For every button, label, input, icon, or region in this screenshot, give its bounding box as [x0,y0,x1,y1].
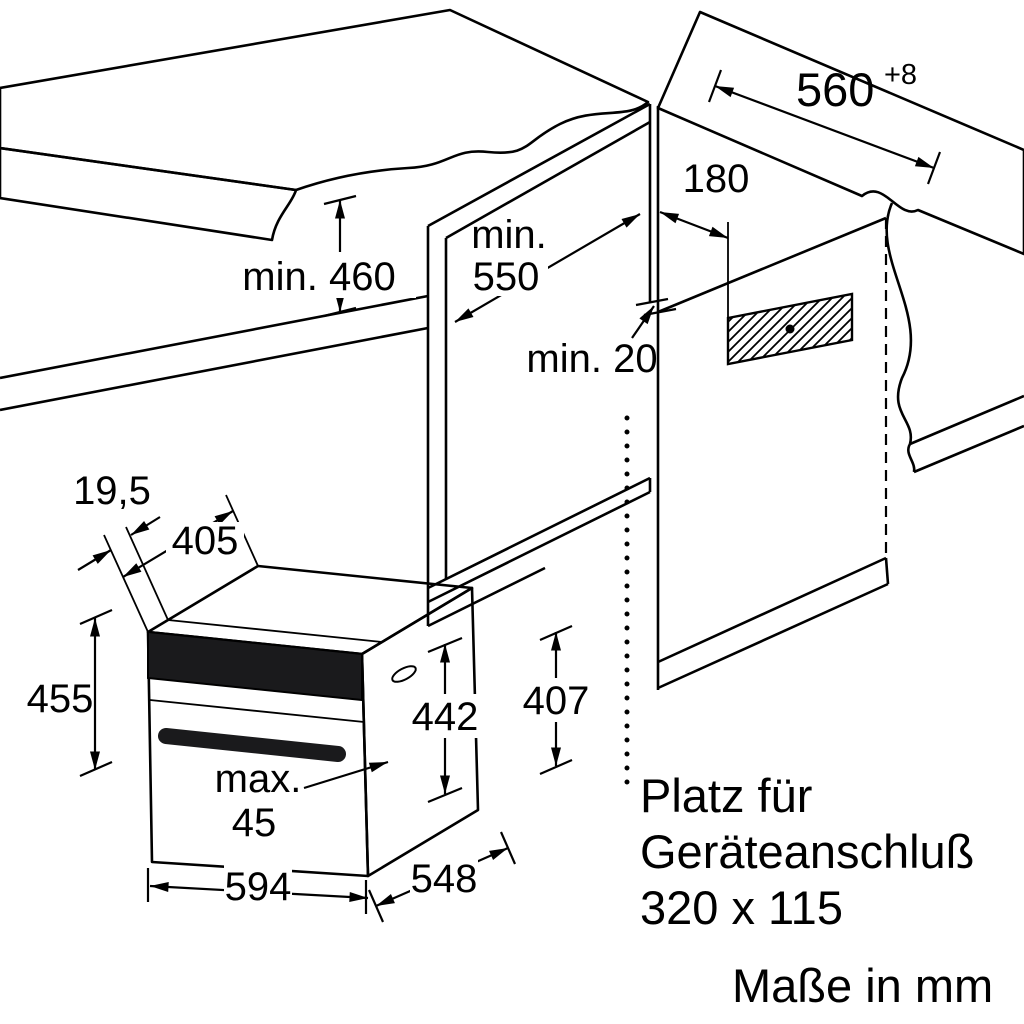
dim-body-height-tick-top [427,636,463,654]
dim-rear-gap-arrow [631,305,655,339]
oven-side-grip-recess [391,665,417,683]
label-bg [410,856,478,900]
torn-edge-right [885,202,913,445]
dim-frame-depth-label: 19,5 [73,469,151,513]
dim-niche-height-tick-bottom [323,306,357,318]
dim-oven-depth-label: 548 [411,857,478,901]
dim-rear-height-label: 407 [523,679,590,723]
dimensions-niche: 560 +8 180 min. 550 min. 460 min. 20 [222,59,942,381]
connection-area [726,292,854,366]
cabinet-floor-bottom [427,490,651,604]
ext-body-front [125,526,169,621]
base-shelf-left [0,294,429,412]
dim-handle-value: 45 [232,801,277,845]
dim-frame-depth-arrow-left [77,549,112,571]
dim-niche-width-tick-right [926,151,942,185]
cabinet-floor-front [427,476,651,590]
label-bg [222,252,416,298]
oven [146,564,480,878]
housing-floor-end [884,557,890,585]
ext-front-frame [103,534,149,633]
dim-niche-depth-value: 550 [473,255,540,299]
dim-oven-height-label: 455 [27,677,94,721]
dim-conn-offset-line [659,210,729,240]
gap-tick-1 [635,297,669,307]
right-shelf-top [909,394,1024,446]
connection-note-line2: Geräteanschluß [640,825,974,878]
oven-door-seam [149,699,365,723]
dim-oven-depth-tick-right [499,831,517,865]
connection-point-dot [785,324,795,334]
worktop-left-front-face [0,146,298,242]
right-shelf-bottom [913,424,1024,474]
cabinet-side-bottom [427,566,546,628]
housing-ceiling-edge [657,216,887,314]
worktop-left-top-face [0,8,650,192]
dim-oven-height-tick-top [79,608,113,626]
worktop-right [656,10,1024,256]
label-bg [224,864,292,908]
dim-niche-depth-word: min. [471,213,547,257]
dim-niche-width-tick-left [707,69,723,103]
dim-rear-gap-label: min. 20 [526,337,657,381]
connection-note-line3: 320 x 115 [640,881,843,934]
dim-oven-height-tick-bottom [79,760,113,778]
dim-body-height-label: 442 [412,695,479,739]
connection-note-line1: Platz für [640,769,812,822]
cabinet-top-outer-edge [427,102,651,228]
dim-niche-width-label: 560 [796,63,874,116]
dim-oven-depth-tick-left [367,889,385,923]
dim-top-depth-label: 405 [172,519,239,563]
dim-niche-width-tolerance: +8 [884,59,917,91]
dim-oven-width-label: 594 [225,865,292,909]
label-bg [464,254,548,296]
dim-frame-depth-arrow-right [130,516,161,536]
label-bg [522,678,590,722]
label-bg [412,694,478,738]
dim-handle-arrow [303,760,389,790]
oven-top-frame-line [167,619,383,643]
label-bg [166,522,244,562]
right-shelf-tear [907,443,916,473]
housing-floor-top [657,556,887,664]
notes: Platz für Geräteanschluß 320 x 115 Maße … [640,769,993,1012]
dim-niche-height-label: min. 460 [242,255,395,299]
oven-control-panel [147,630,363,702]
dimensions-oven: 19,5 405 455 442 407 max. 45 594 [27,469,590,923]
shelf-bottom-edge [0,326,429,412]
shelf-front-edge [0,294,429,380]
oven-handle [158,728,346,762]
units-note: Maße in mm [732,959,993,1012]
dim-niche-width-line [714,84,935,170]
dim-niche-height-tick-top [323,194,357,206]
housing-floor-bottom [657,582,889,690]
dim-rear-height-tick-bottom [539,758,573,776]
dim-conn-offset-label: 180 [683,157,750,201]
dim-rear-height-tick-top [539,624,573,642]
worktop-left [0,8,650,242]
dim-handle-word: max. [215,757,302,801]
dim-body-height-tick-bottom [427,786,463,804]
